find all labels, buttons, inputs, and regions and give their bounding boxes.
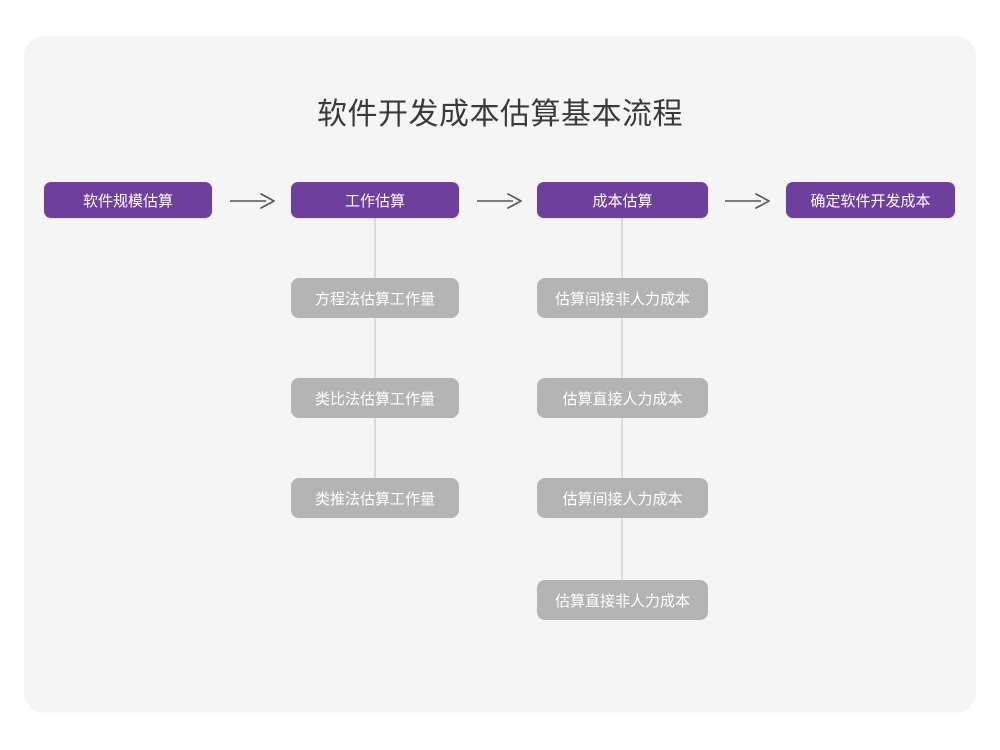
substep-box-2-3[interactable]: 类推法估算工作量 [291,478,459,518]
stage-box-2[interactable]: 工作估算 [291,182,459,218]
substep-box-3-2[interactable]: 估算直接人力成本 [537,378,708,418]
stage-box-3[interactable]: 成本估算 [537,182,708,218]
connector-line [621,218,623,620]
arrow-right-icon [476,190,522,212]
page-title: 软件开发成本估算基本流程 [317,98,683,131]
substep-box-2-1[interactable]: 方程法估算工作量 [291,278,459,318]
substep-box-label: 估算间接非人力成本 [554,290,690,308]
substep-box-2-2[interactable]: 类比法估算工作量 [291,378,459,418]
substep-box-label: 估算直接人力成本 [562,390,683,408]
substep-box-3-3[interactable]: 估算间接人力成本 [537,478,708,518]
stage-box-label: 软件规模估算 [82,192,173,210]
stage-box-label: 工作估算 [344,192,405,210]
diagram-card [24,36,976,713]
substep-box-label: 估算间接人力成本 [562,490,683,508]
stage-box-4[interactable]: 确定软件开发成本 [786,182,955,218]
substep-box-3-1[interactable]: 估算间接非人力成本 [537,278,708,318]
connector-line [374,218,376,518]
substep-box-label: 类比法估算工作量 [314,390,435,408]
stage-box-label: 确定软件开发成本 [810,192,931,210]
substep-box-label: 类推法估算工作量 [314,490,435,508]
substep-box-label: 估算直接非人力成本 [554,592,690,610]
arrow-right-icon [229,190,275,212]
substep-box-label: 方程法估算工作量 [314,290,435,308]
stage-box-label: 成本估算 [592,192,653,210]
arrow-right-icon [724,190,770,212]
substep-box-3-4[interactable]: 估算直接非人力成本 [537,580,708,620]
stage-box-1[interactable]: 软件规模估算 [44,182,212,218]
